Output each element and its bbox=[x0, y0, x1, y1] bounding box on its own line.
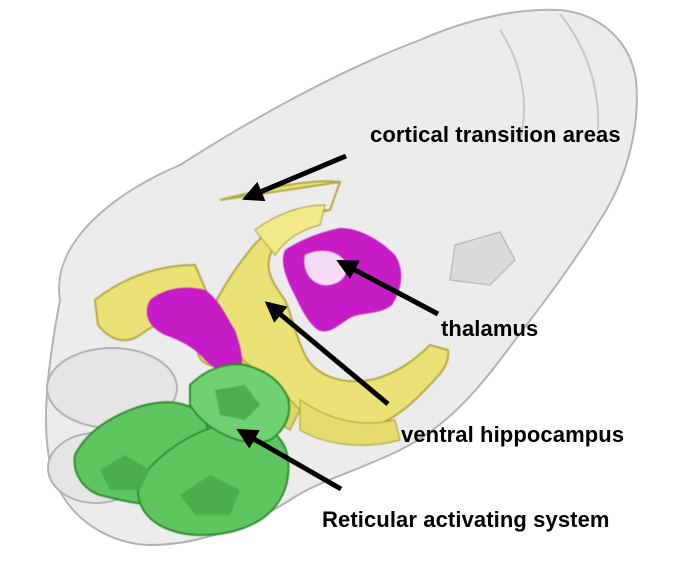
label-reticular-activating-system: Reticular activating system bbox=[322, 507, 610, 533]
label-thalamus: thalamus bbox=[441, 316, 538, 342]
label-cortical-transition-areas: cortical transition areas bbox=[370, 122, 621, 148]
label-ventral-hippocampus: ventral hippocampus bbox=[401, 422, 624, 448]
